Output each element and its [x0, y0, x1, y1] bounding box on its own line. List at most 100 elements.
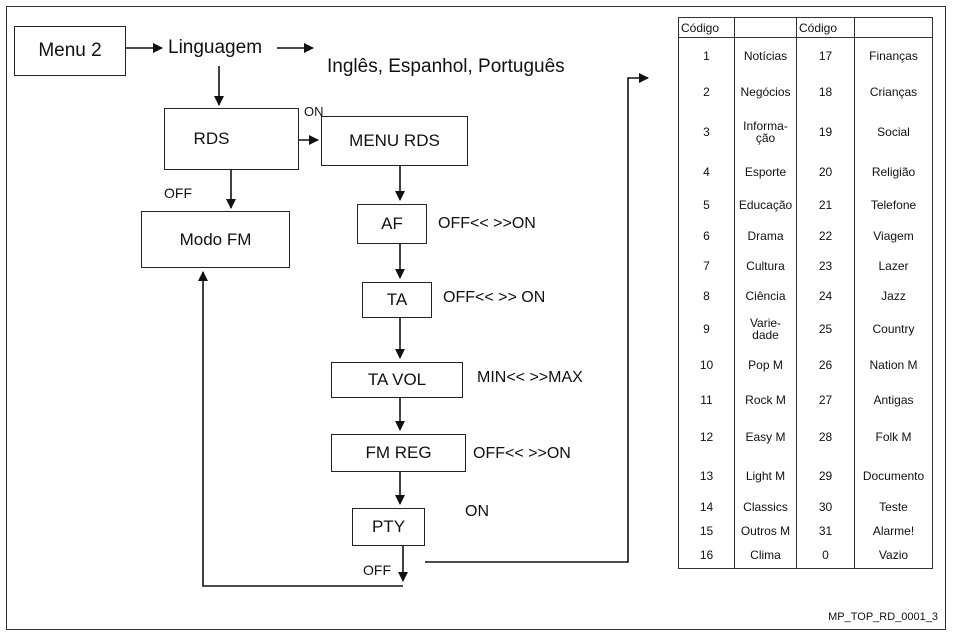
code-cell: 30 — [796, 494, 855, 519]
name-cell: Light M — [734, 456, 797, 495]
menu2-label: Menu 2 — [38, 40, 102, 61]
name-cell: Cultura — [734, 250, 797, 281]
name-cell: Educação — [734, 188, 797, 221]
name-cell: Folk M — [854, 416, 933, 457]
code-cell: 1 — [678, 37, 735, 74]
name-cell: Classics — [734, 494, 797, 519]
code-cell: 5 — [678, 188, 735, 221]
code-cell: 28 — [796, 416, 855, 457]
fm-reg-options: OFF<< >>ON — [473, 445, 571, 462]
name-cell: Finanças — [854, 37, 933, 74]
code-cell: 20 — [796, 154, 855, 189]
figure-id: MP_TOP_RD_0001_3 — [828, 611, 938, 623]
name-cell: Nation M — [854, 346, 933, 383]
code-cell: 2 — [678, 73, 735, 110]
modo-fm-box: Modo FM — [141, 211, 290, 268]
name-cell: Religião — [854, 154, 933, 189]
name-cell: Notícias — [734, 37, 797, 74]
pty-off-label: OFF — [363, 562, 391, 578]
rds-label: RDS — [193, 129, 230, 148]
name-cell: Documento — [854, 456, 933, 495]
header-blank-1 — [734, 17, 797, 38]
code-cell: 26 — [796, 346, 855, 383]
code-cell: 9 — [678, 310, 735, 347]
code-cell: 27 — [796, 382, 855, 417]
code-cell: 22 — [796, 220, 855, 251]
ta-vol-options: MIN<< >>MAX — [477, 369, 583, 386]
code-cell: 10 — [678, 346, 735, 383]
name-cell: Country — [854, 310, 933, 347]
code-cell: 6 — [678, 220, 735, 251]
code-cell: 3 — [678, 109, 735, 155]
rds-off-label: OFF — [164, 185, 192, 201]
code-cell: 12 — [678, 416, 735, 457]
figure-frame — [6, 6, 946, 630]
table-header-row: Código Código — [678, 17, 933, 38]
rds-on-label: ON — [304, 104, 324, 119]
name-cell: Viagem — [854, 220, 933, 251]
ta-label: TA — [386, 290, 408, 309]
menu-rds-label: MENU RDS — [349, 131, 440, 150]
linguagem-label: Linguagem — [168, 37, 263, 58]
name-cell: Teste — [854, 494, 933, 519]
code-cell: 31 — [796, 518, 855, 543]
header-code-1: Código — [678, 17, 735, 38]
name-cell: Esporte — [734, 154, 797, 189]
languages-label: Inglês, Espanhol, Português — [327, 56, 565, 77]
header-blank-2 — [854, 17, 933, 38]
menu-rds-box: MENU RDS — [321, 116, 468, 166]
ta-box: TA — [362, 282, 432, 318]
return-loop-to-modofm — [198, 271, 403, 587]
code-cell: 18 — [796, 73, 855, 110]
code-cell: 25 — [796, 310, 855, 347]
fm-reg-box: FM REG — [331, 434, 466, 472]
af-box: AF — [357, 204, 427, 244]
name-cell: Vazio — [854, 542, 933, 569]
fm-reg-label: FM REG — [365, 443, 432, 462]
code-cell: 15 — [678, 518, 735, 543]
pty-box: PTY — [352, 508, 425, 546]
code-cell: 14 — [678, 494, 735, 519]
name-cell: Outros M — [734, 518, 797, 543]
name-cell: Varie- dade — [734, 310, 797, 347]
name-cell: Clima — [734, 542, 797, 569]
name-cell: Social — [854, 109, 933, 155]
name-cell: Easy M — [734, 416, 797, 457]
code-cell: 29 — [796, 456, 855, 495]
name-cell: Negócios — [734, 73, 797, 110]
ta-vol-label: TA VOL — [367, 370, 427, 389]
name-cell: Ciência — [734, 280, 797, 311]
menu2-box: Menu 2 — [14, 26, 126, 76]
code-cell: 17 — [796, 37, 855, 74]
ta-options: OFF<< >> ON — [443, 289, 546, 306]
pty-label: PTY — [371, 517, 406, 536]
name-cell: Informa- ção — [734, 109, 797, 155]
name-cell: Alarme! — [854, 518, 933, 543]
code-cell: 23 — [796, 250, 855, 281]
code-cell: 21 — [796, 188, 855, 221]
name-cell: Telefone — [854, 188, 933, 221]
code-cell: 11 — [678, 382, 735, 417]
modo-fm-label: Modo FM — [179, 229, 252, 249]
code-cell: 8 — [678, 280, 735, 311]
name-cell: Rock M — [734, 382, 797, 417]
code-cell: 24 — [796, 280, 855, 311]
code-cell: 7 — [678, 250, 735, 281]
name-cell: Drama — [734, 220, 797, 251]
